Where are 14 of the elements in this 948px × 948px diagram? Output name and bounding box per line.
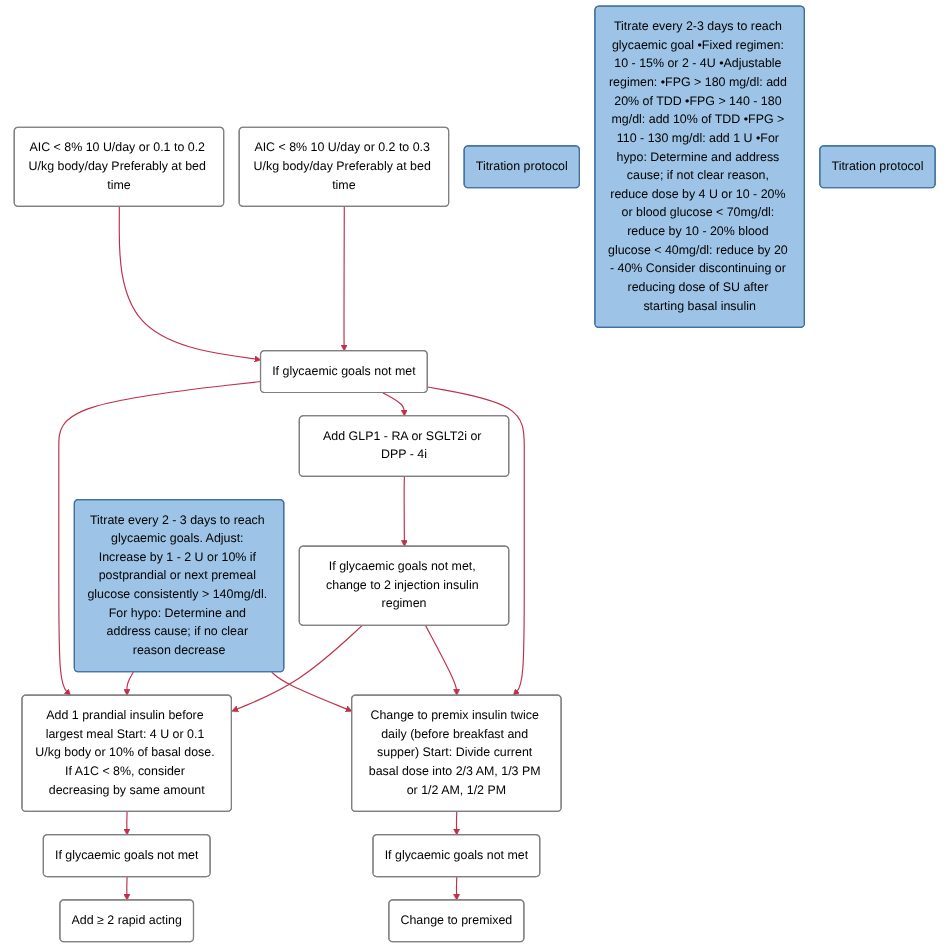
arrow — [426, 386, 525, 696]
arrow — [381, 392, 407, 417]
arrow — [230, 625, 362, 713]
arrow — [122, 876, 130, 901]
arrow — [340, 206, 347, 352]
arrow — [452, 876, 460, 901]
arrow — [118, 206, 261, 363]
arrow — [122, 811, 130, 836]
arrow — [400, 476, 408, 547]
arrow — [424, 625, 460, 696]
arrow — [452, 811, 460, 836]
arrow — [122, 671, 134, 696]
arrow — [57, 380, 261, 696]
arrow — [270, 671, 352, 713]
